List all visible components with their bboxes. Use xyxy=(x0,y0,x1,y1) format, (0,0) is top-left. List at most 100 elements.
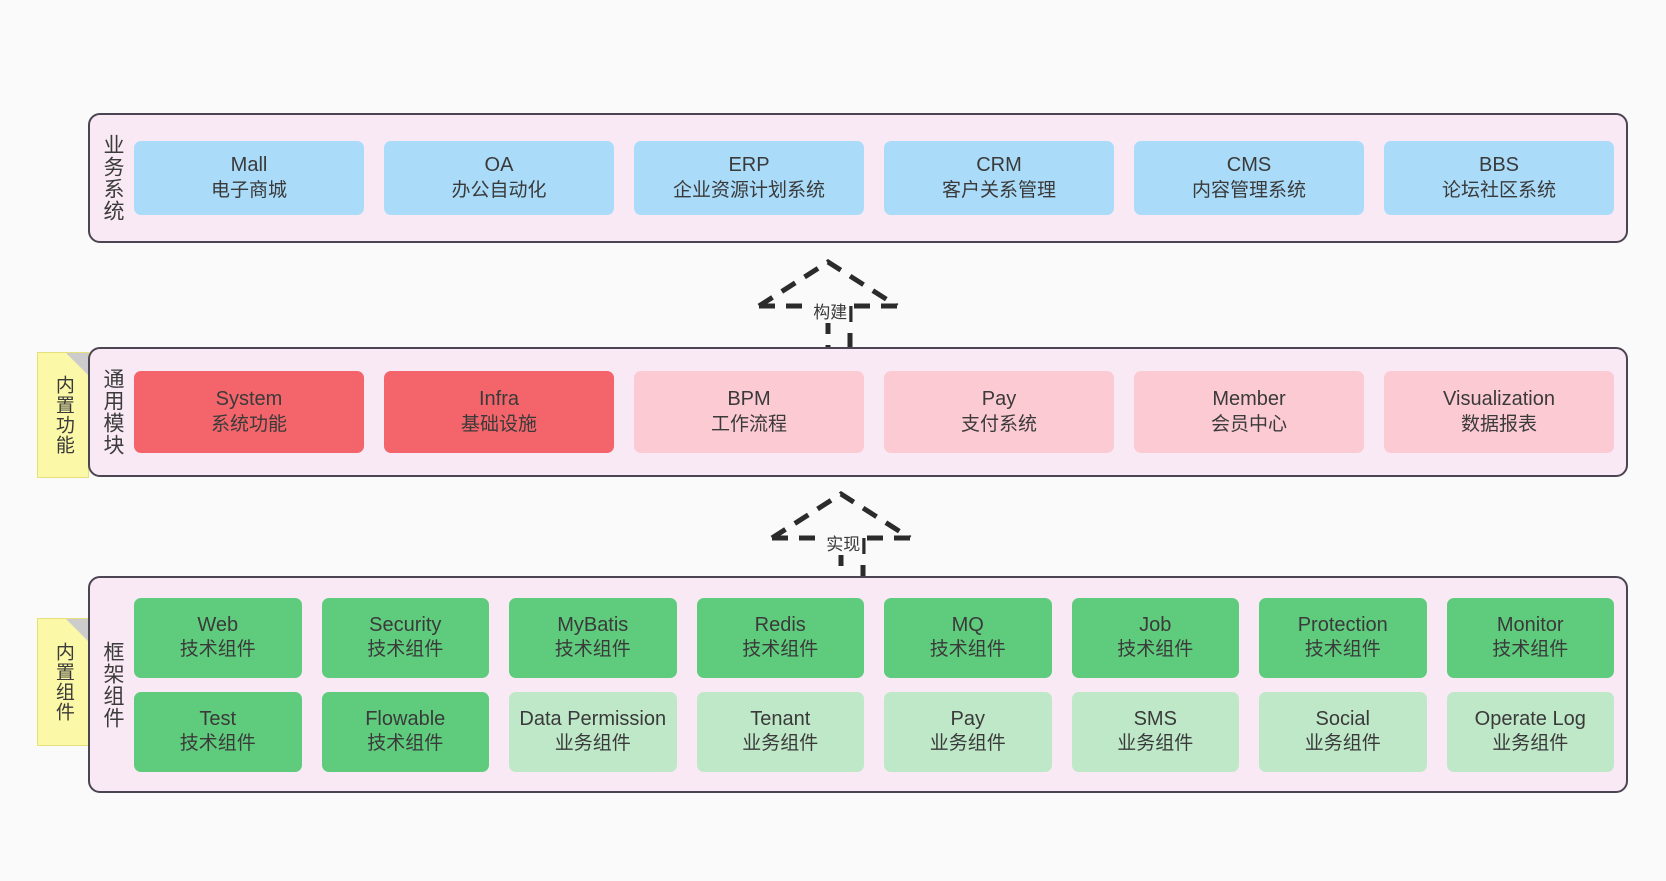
layer-title-common: 通用模块 xyxy=(100,368,124,456)
node-title: Mall xyxy=(230,154,268,177)
node-oa[interactable]: OA 办公自动化 xyxy=(384,141,614,215)
node-mq[interactable]: MQ 技术组件 xyxy=(884,597,1052,678)
arrow-label-build: 构建 xyxy=(811,298,850,323)
node-subtitle: 技术组件 xyxy=(367,639,444,661)
node-subtitle: 业务组件 xyxy=(1492,733,1569,755)
arrow-label-implement: 实现 xyxy=(824,530,863,555)
node-security[interactable]: Security 技术组件 xyxy=(321,597,489,678)
node-web[interactable]: Web 技术组件 xyxy=(134,597,302,678)
node-test[interactable]: Test 技术组件 xyxy=(134,691,302,772)
node-monitor[interactable]: Monitor 技术组件 xyxy=(1446,597,1614,678)
layer-title-business: 业务系统 xyxy=(100,134,124,222)
node-operate-log[interactable]: Operate Log 业务组件 xyxy=(1446,691,1614,772)
node-subtitle: 业务组件 xyxy=(1304,733,1381,755)
layer-framework-components: 框架组件 Web 技术组件 Security 技术组件 MyBatis 技术组件… xyxy=(88,576,1628,793)
node-pay-module[interactable]: Pay 支付系统 xyxy=(884,371,1114,453)
node-subtitle: 业务组件 xyxy=(554,733,631,755)
node-title: Security xyxy=(369,613,442,636)
node-subtitle: 业务组件 xyxy=(1117,733,1194,755)
node-subtitle: 业务组件 xyxy=(929,733,1006,755)
node-title: System xyxy=(215,388,283,411)
node-title: Pay xyxy=(981,388,1017,411)
node-row: System 系统功能 Infra 基础设施 BPM 工作流程 Pay 支付系统… xyxy=(134,371,1614,453)
node-mall[interactable]: Mall 电子商城 xyxy=(134,141,364,215)
node-title: Job xyxy=(1139,613,1172,636)
layer-business-systems: 业务系统 Mall 电子商城 OA 办公自动化 ERP 企业资源计划系统 CRM… xyxy=(88,113,1628,243)
node-title: ERP xyxy=(728,154,770,177)
node-subtitle: 企业资源计划系统 xyxy=(672,179,825,201)
node-title: Test xyxy=(199,707,237,730)
node-visualization[interactable]: Visualization 数据报表 xyxy=(1384,371,1614,453)
node-subtitle: 技术组件 xyxy=(1492,639,1569,661)
node-redis[interactable]: Redis 技术组件 xyxy=(696,597,864,678)
folded-corner-icon xyxy=(66,353,88,375)
node-title: MQ xyxy=(951,613,984,636)
node-title: Redis xyxy=(754,613,806,636)
node-mybatis[interactable]: MyBatis 技术组件 xyxy=(509,597,677,678)
node-subtitle: 技术组件 xyxy=(554,639,631,661)
node-pay-component[interactable]: Pay 业务组件 xyxy=(884,691,1052,772)
node-title: Pay xyxy=(950,707,985,730)
node-row: Web 技术组件 Security 技术组件 MyBatis 技术组件 Redi… xyxy=(134,597,1614,678)
node-title: CRM xyxy=(976,154,1022,177)
node-title: BPM xyxy=(727,388,771,411)
node-flowable[interactable]: Flowable 技术组件 xyxy=(321,691,489,772)
node-bpm[interactable]: BPM 工作流程 xyxy=(634,371,864,453)
layer-title-framework: 框架组件 xyxy=(100,640,124,729)
node-title: Social xyxy=(1315,707,1370,730)
node-row: Test 技术组件 Flowable 技术组件 Data Permission … xyxy=(134,691,1614,772)
layer-common-modules: 通用模块 System 系统功能 Infra 基础设施 BPM 工作流程 Pay… xyxy=(88,347,1628,477)
node-title: Data Permission xyxy=(519,707,667,730)
node-title: SMS xyxy=(1133,707,1177,730)
node-title: Tenant xyxy=(750,707,811,730)
node-protection[interactable]: Protection 技术组件 xyxy=(1259,597,1427,678)
node-social[interactable]: Social 业务组件 xyxy=(1259,691,1427,772)
layer-body-framework: Web 技术组件 Security 技术组件 MyBatis 技术组件 Redi… xyxy=(134,578,1626,791)
node-subtitle: 客户关系管理 xyxy=(941,179,1056,201)
node-subtitle: 电子商城 xyxy=(210,179,287,201)
node-subtitle: 技术组件 xyxy=(1117,639,1194,661)
node-title: Operate Log xyxy=(1474,707,1586,730)
layer-body-business: Mall 电子商城 OA 办公自动化 ERP 企业资源计划系统 CRM 客户关系… xyxy=(134,115,1626,241)
node-title: CMS xyxy=(1226,154,1272,177)
node-subtitle: 技术组件 xyxy=(179,733,256,755)
node-subtitle: 办公自动化 xyxy=(451,179,547,201)
node-subtitle: 支付系统 xyxy=(960,413,1037,435)
node-subtitle: 技术组件 xyxy=(179,639,256,661)
node-subtitle: 技术组件 xyxy=(1304,639,1381,661)
sticky-note-label: 内置功能 xyxy=(52,375,74,455)
node-subtitle: 技术组件 xyxy=(367,733,444,755)
node-subtitle: 会员中心 xyxy=(1210,413,1287,435)
node-title: Member xyxy=(1212,388,1286,411)
node-title: Monitor xyxy=(1496,613,1564,636)
node-title: BBS xyxy=(1478,154,1520,177)
node-row: Mall 电子商城 OA 办公自动化 ERP 企业资源计划系统 CRM 客户关系… xyxy=(134,141,1614,215)
node-title: Infra xyxy=(478,388,520,411)
node-crm[interactable]: CRM 客户关系管理 xyxy=(884,141,1114,215)
node-title: MyBatis xyxy=(557,613,629,636)
node-job[interactable]: Job 技术组件 xyxy=(1071,597,1239,678)
node-subtitle: 内容管理系统 xyxy=(1191,179,1306,201)
node-sms[interactable]: SMS 业务组件 xyxy=(1071,691,1239,772)
layer-body-common: System 系统功能 Infra 基础设施 BPM 工作流程 Pay 支付系统… xyxy=(134,349,1626,475)
arrow-implement: 实现 xyxy=(766,488,916,580)
node-system[interactable]: System 系统功能 xyxy=(134,371,364,453)
node-member[interactable]: Member 会员中心 xyxy=(1134,371,1364,453)
folded-corner-icon xyxy=(66,619,88,641)
node-title: Visualization xyxy=(1443,388,1555,411)
node-data-permission[interactable]: Data Permission 业务组件 xyxy=(509,691,677,772)
node-erp[interactable]: ERP 企业资源计划系统 xyxy=(634,141,864,215)
arrow-build: 构建 xyxy=(753,256,903,348)
node-subtitle: 系统功能 xyxy=(210,413,287,435)
node-bbs[interactable]: BBS 论坛社区系统 xyxy=(1384,141,1614,215)
node-infra[interactable]: Infra 基础设施 xyxy=(384,371,614,453)
node-subtitle: 技术组件 xyxy=(742,639,819,661)
node-subtitle: 论坛社区系统 xyxy=(1441,179,1556,201)
node-tenant[interactable]: Tenant 业务组件 xyxy=(696,691,864,772)
sticky-note-builtin-features: 内置功能 xyxy=(37,352,89,478)
node-cms[interactable]: CMS 内容管理系统 xyxy=(1134,141,1364,215)
node-title: Protection xyxy=(1297,613,1388,636)
node-title: Web xyxy=(197,613,239,636)
node-subtitle: 工作流程 xyxy=(710,413,787,435)
